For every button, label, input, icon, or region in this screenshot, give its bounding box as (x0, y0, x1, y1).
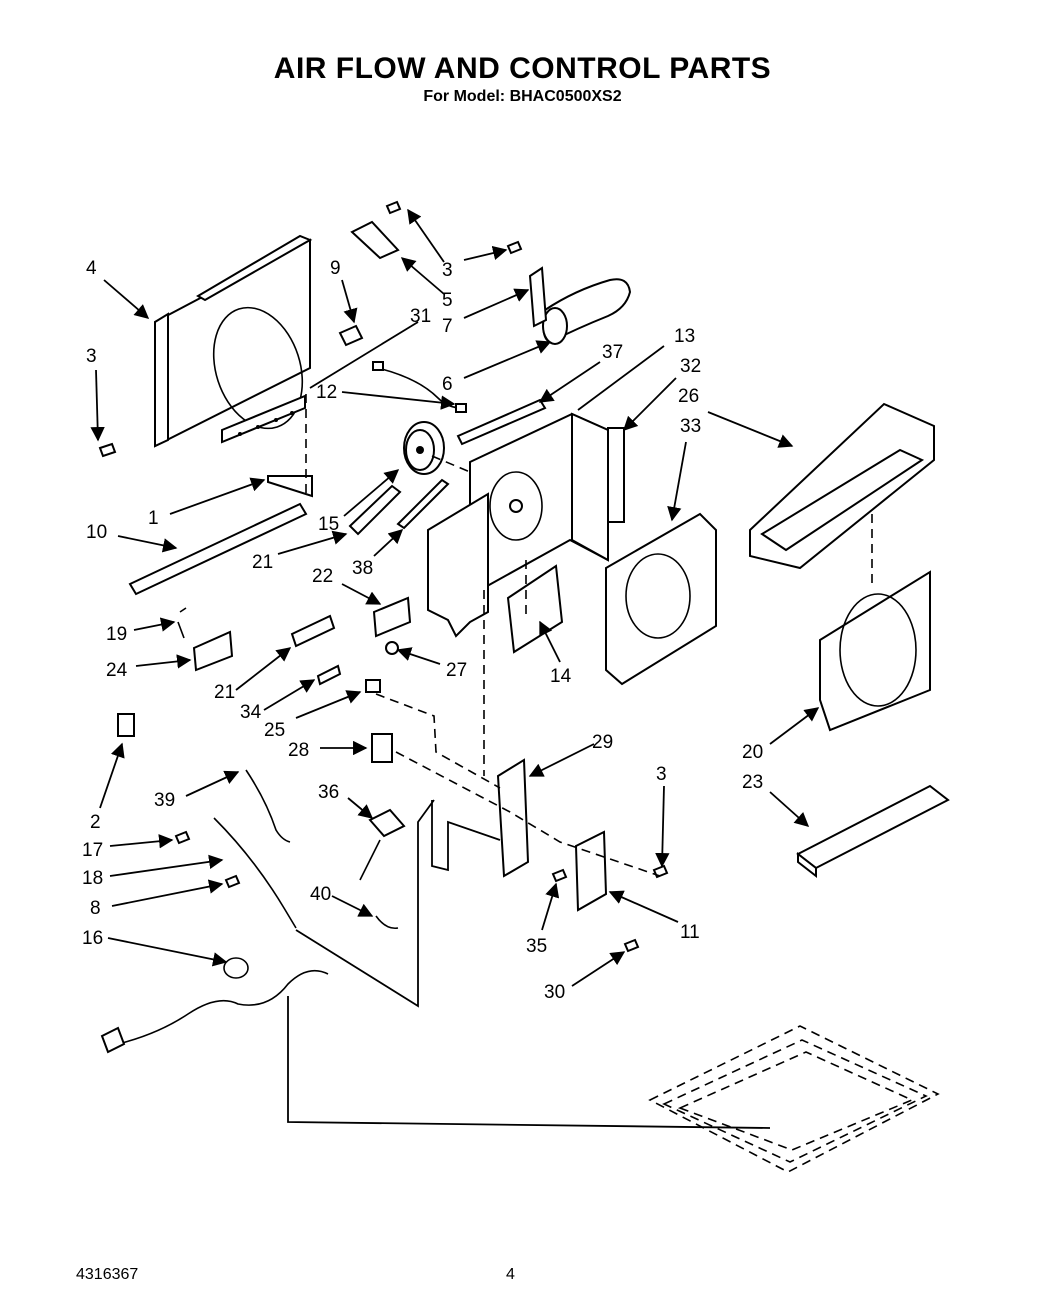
air-duct-part (749, 402, 935, 570)
callout-label: 36 (318, 782, 339, 803)
terminal-block-part (290, 614, 336, 648)
control-bracket-part (574, 830, 608, 912)
callout-label: 10 (86, 522, 107, 543)
callout-label: 13 (674, 326, 695, 347)
clip-part (177, 607, 187, 639)
switch-part (371, 733, 393, 763)
thermostat-part (368, 808, 406, 838)
partition-part (427, 412, 609, 638)
callout-label: 37 (602, 342, 623, 363)
drain-tray-part (796, 784, 950, 879)
callout-label: 22 (312, 566, 333, 587)
connector-part (365, 679, 381, 693)
assembly-line (287, 996, 771, 1129)
callout-label: 24 (106, 660, 128, 681)
callout-label: 21 (214, 682, 235, 703)
callout-label: 14 (550, 666, 572, 687)
callout-label: 3 (442, 260, 453, 281)
callout-label: 29 (592, 732, 613, 753)
foam-strip-part (267, 475, 313, 498)
power-cord-part (245, 769, 291, 843)
foam-strip-part (128, 502, 308, 596)
callout-label: 1 (148, 508, 159, 529)
callout-label: 5 (442, 290, 453, 311)
assembly-line (431, 800, 501, 872)
fan-hub-part (403, 421, 445, 475)
callout-label: 6 (442, 374, 453, 395)
callout-label: 8 (90, 898, 101, 919)
clip-part (316, 664, 342, 686)
control-bracket-part (496, 758, 530, 878)
callout-label: 26 (678, 386, 699, 407)
callout-label: 27 (446, 660, 467, 681)
callout-label: 18 (82, 868, 103, 889)
terminal-block-part (348, 484, 402, 536)
callout-label: 34 (240, 702, 262, 723)
callout-label: 20 (742, 742, 763, 763)
rear-panel-part (819, 570, 931, 732)
callout-label: 7 (442, 316, 453, 337)
strip-part (456, 398, 547, 446)
callout-label: 25 (264, 720, 285, 741)
assembly-line (431, 455, 471, 473)
callout-label: 40 (310, 884, 331, 905)
callout-label: 23 (742, 772, 763, 793)
capacitor-part (528, 266, 632, 345)
callout-label: 35 (526, 936, 547, 957)
model-subtitle: For Model: BHAC0500XS2 (423, 88, 622, 105)
front-shroud-part (154, 234, 313, 448)
document-number: 4316367 (76, 1266, 139, 1283)
callout-label: 32 (680, 356, 701, 377)
callout-label: 30 (544, 982, 565, 1003)
assembly-line (375, 693, 501, 789)
bracket-part (350, 220, 400, 260)
block-part (338, 324, 364, 347)
callout-label: 3 (656, 764, 667, 785)
base-pan-outline (648, 1025, 940, 1173)
callout-label: 31 (410, 306, 431, 327)
page-title: AIR FLOW AND CONTROL PARTS (273, 52, 772, 85)
callout-label: 17 (82, 840, 103, 861)
label-part (192, 630, 234, 672)
page-number: 4 (506, 1266, 515, 1283)
assembly-line (395, 751, 661, 877)
clip-part (117, 713, 135, 737)
callout-label: 4 (86, 258, 97, 279)
nut-part (385, 641, 399, 655)
callout-labels: 4 3 9 31 3 5 7 6 13 37 32 26 33 12 1 15 … (82, 258, 763, 1003)
callout-label: 2 (90, 812, 101, 833)
tube-part (375, 915, 399, 930)
callout-label: 3 (86, 346, 97, 367)
callout-label: 11 (680, 922, 700, 943)
callout-label: 9 (330, 258, 341, 279)
callout-label: 39 (154, 790, 175, 811)
callout-label: 28 (288, 740, 309, 761)
callout-label: 33 (680, 416, 701, 437)
callout-label: 19 (106, 624, 127, 645)
callout-label: 16 (82, 928, 103, 949)
gasket-part (607, 427, 625, 523)
label-part (372, 596, 412, 638)
callout-label: 38 (352, 558, 373, 579)
callout-label: 12 (316, 382, 337, 403)
strip-part (396, 478, 450, 530)
callout-label: 15 (318, 514, 339, 535)
knob-plate-part (506, 564, 564, 654)
callout-label: 21 (252, 552, 273, 573)
orifice-panel-part (605, 512, 717, 686)
assembly-line (295, 799, 435, 1008)
leader-lines (90, 208, 820, 987)
